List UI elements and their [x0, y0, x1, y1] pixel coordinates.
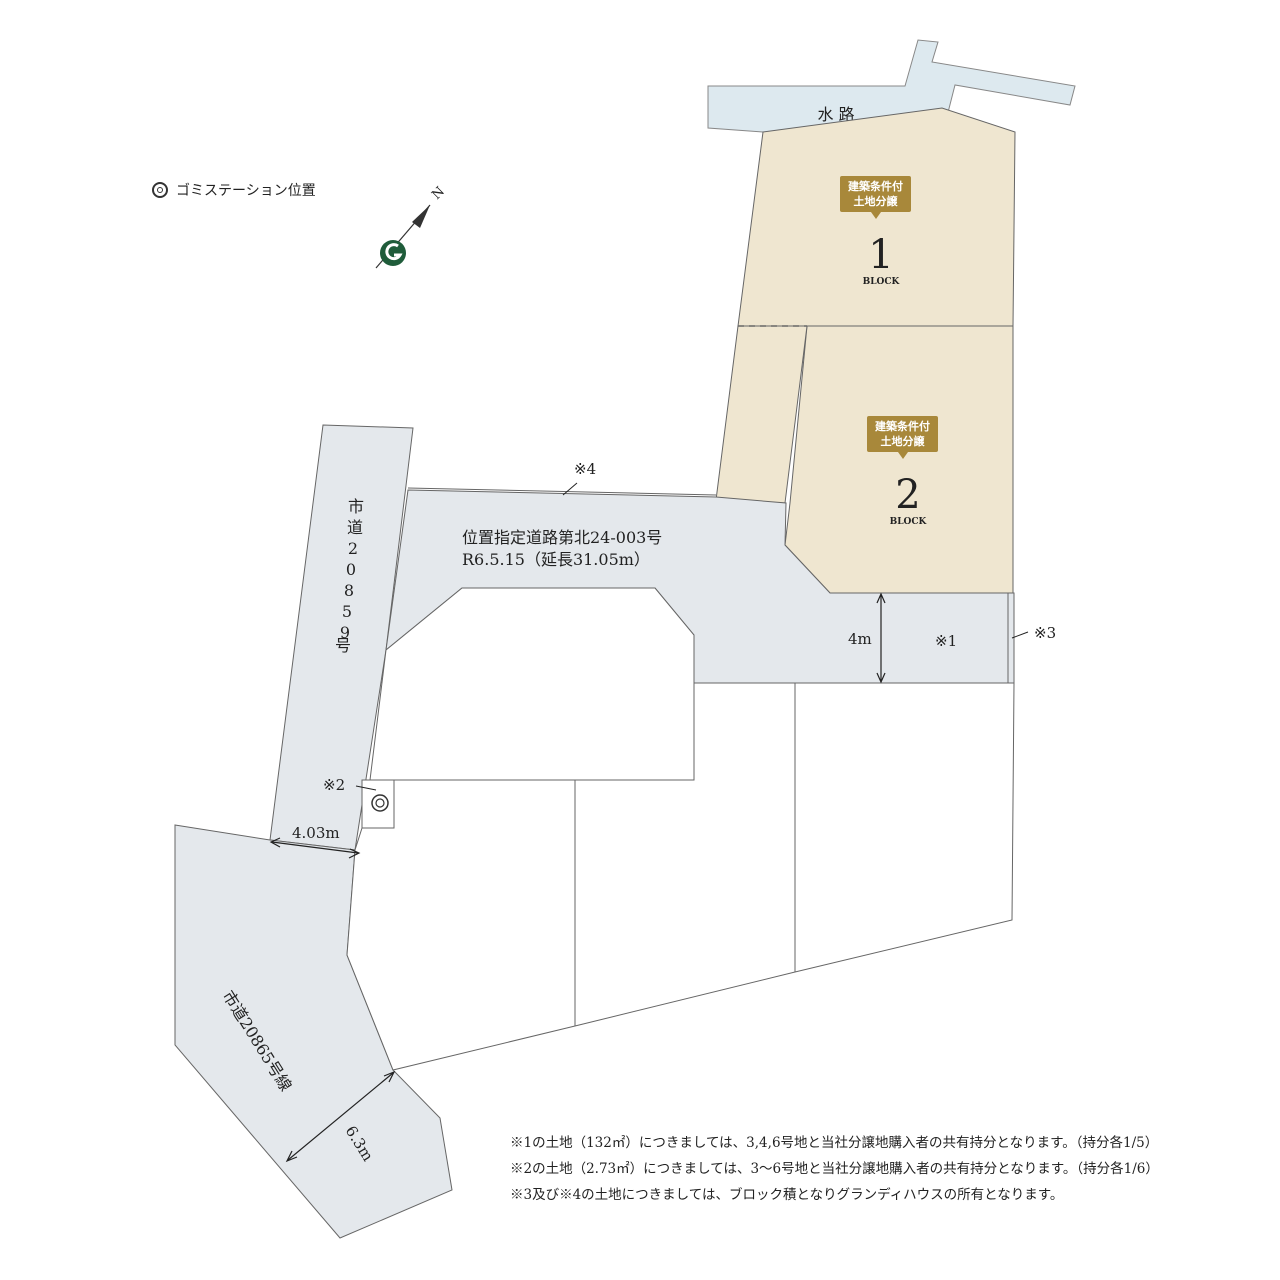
dimension-403-label: 4.03m [292, 824, 340, 842]
block-2-unit: BLOCK [890, 517, 928, 527]
block-1-number: 1 [868, 232, 893, 278]
garbage-station-box [361, 779, 395, 829]
block-2-number: 2 [895, 472, 920, 518]
waterway-label: 水 路 [817, 105, 854, 124]
mark-2: ※2 [323, 776, 345, 794]
note-1: ※1の土地（132㎡）につきましては、3,4,6号地と当社分譲地購入者の共有持分… [510, 1135, 1159, 1151]
dimension-4m-label: 4m [848, 630, 872, 648]
legend-label: ゴミステーション位置 [176, 183, 316, 199]
city-road-20859-label: 市 道 2 0 8 5 9 号 [335, 497, 364, 655]
leader-m4 [562, 482, 578, 496]
garbage-station-legend-icon [152, 182, 168, 198]
svg-text:道: 道 [347, 518, 363, 537]
mark-3: ※3 [1034, 624, 1056, 642]
svg-text:2: 2 [348, 539, 358, 558]
note-2: ※2の土地（2.73㎡）につきましては、3〜6号地と当社分譲地購入者の共有持分と… [510, 1161, 1159, 1177]
block-1-unit: BLOCK [863, 277, 901, 287]
block-wall-strip-4 [407, 487, 717, 496]
city-road-20865 [174, 824, 453, 1239]
leader-m2 [355, 785, 377, 791]
dimension-403-arrow [269, 837, 361, 859]
lot-line-upper [370, 683, 695, 781]
dimension-4m-arrow [876, 592, 886, 684]
block-2-parcel [784, 325, 1014, 594]
svg-text:0: 0 [346, 560, 356, 579]
svg-text:5: 5 [342, 602, 352, 621]
svg-text:市: 市 [348, 497, 364, 516]
leader-m3 [1011, 631, 1029, 639]
city-road-20859 [269, 424, 414, 851]
block-2-badge: 建築条件付土地分譲 [867, 416, 938, 459]
mark-4: ※4 [574, 460, 596, 478]
compass-north-label: N [429, 184, 448, 203]
svg-text:号: 号 [335, 636, 351, 655]
brand-logo-icon [380, 240, 406, 266]
note-3: ※3及び※4の土地につきましては、ブロック積となりグランディハウスの所有となりま… [510, 1187, 1064, 1203]
designated-road-label-1: 位置指定道路第北24-003号 [462, 528, 662, 547]
compass: N [375, 184, 448, 269]
legend: ゴミステーション位置 [152, 180, 316, 200]
dimension-63-arrow [285, 1070, 396, 1163]
svg-text:8: 8 [344, 581, 354, 600]
waterway [707, 39, 1076, 137]
svg-text:9: 9 [340, 623, 350, 642]
notes: ※1の土地（132㎡）につきましては、3,4,6号地と当社分譲地購入者の共有持分… [510, 1130, 1159, 1208]
designated-road-label-2: R6.5.15（延長31.05m） [462, 550, 650, 569]
garbage-station-icon [371, 794, 389, 812]
mark-1: ※1 [935, 632, 957, 650]
block-1-badge: 建築条件付土地分譲 [840, 176, 911, 219]
